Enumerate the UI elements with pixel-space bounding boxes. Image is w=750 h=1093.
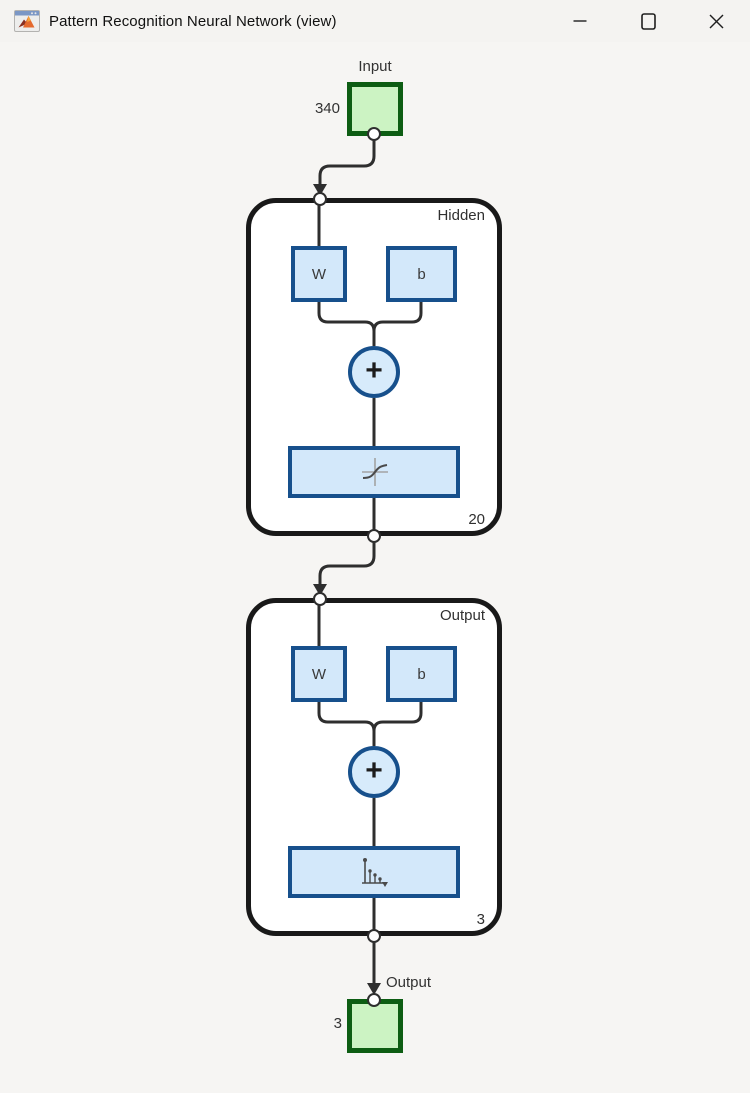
arrowhead-icon xyxy=(313,584,327,596)
hidden-bottom-port xyxy=(367,529,381,543)
hidden-top-port xyxy=(313,192,327,206)
hidden-transfer-block xyxy=(288,446,460,498)
hidden-weight-block: W xyxy=(291,246,347,302)
output-bottom-port xyxy=(367,929,381,943)
output-block-top-port xyxy=(367,993,381,1007)
hidden-layer: Hidden W b + 20 xyxy=(246,198,502,536)
hidden-sum-block: + xyxy=(348,346,400,398)
minimize-icon xyxy=(573,20,587,22)
input-bottom-port xyxy=(367,127,381,141)
wire-input-to-hidden xyxy=(318,134,376,186)
output-layer-wires xyxy=(317,603,423,931)
hidden-size-label: 20 xyxy=(468,511,485,528)
output-sum-block: + xyxy=(348,746,400,798)
hidden-layer-wires xyxy=(317,203,423,531)
wire-hidden-to-output xyxy=(318,536,376,586)
output-transfer-block xyxy=(288,846,460,898)
matlab-figure-icon xyxy=(14,10,40,32)
arrowhead-icon xyxy=(313,184,327,196)
arrowhead-icon xyxy=(367,983,381,995)
input-block xyxy=(347,82,403,136)
close-button[interactable] xyxy=(682,0,750,42)
input-block-label: Input xyxy=(358,58,392,75)
hidden-layer-title: Hidden xyxy=(437,207,485,224)
output-block xyxy=(347,999,403,1053)
minimize-button[interactable] xyxy=(546,0,614,42)
maximize-icon xyxy=(640,12,656,30)
tansig-curve-icon xyxy=(362,458,388,486)
output-block-label: Output xyxy=(386,974,432,991)
hidden-bias-block: b xyxy=(386,246,457,302)
window-title: Pattern Recognition Neural Network (view… xyxy=(49,12,337,30)
output-bias-block: b xyxy=(386,646,457,702)
input-size-label: 340 xyxy=(314,100,340,117)
output-size-label: 3 xyxy=(476,911,485,928)
output-top-port xyxy=(313,592,327,606)
output-size-value: 3 xyxy=(333,1015,342,1032)
output-layer-title: Output xyxy=(439,607,485,624)
close-icon xyxy=(709,14,723,28)
softmax-stem-icon xyxy=(362,858,388,887)
maximize-button[interactable] xyxy=(614,0,682,42)
output-layer: Output W b + 3 xyxy=(246,598,502,936)
title-bar: Pattern Recognition Neural Network (view… xyxy=(0,0,750,42)
output-weight-block: W xyxy=(291,646,347,702)
